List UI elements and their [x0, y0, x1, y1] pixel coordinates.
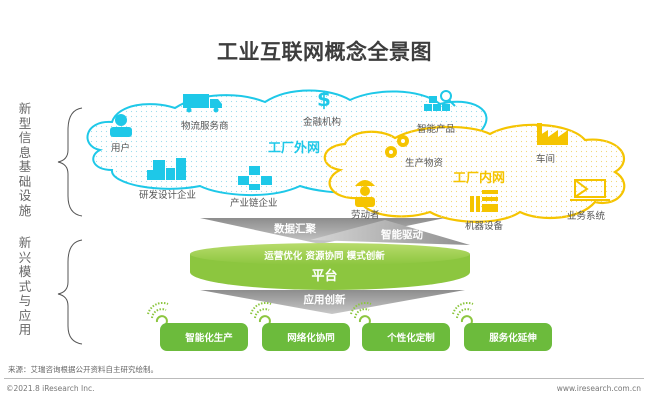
app-innovation-label: 应用创新: [303, 294, 346, 306]
dollar-icon: $: [317, 87, 331, 111]
intelligent-drive-arrow: [310, 220, 470, 245]
app-label: 个性化定制: [387, 333, 435, 344]
node-machines: 机器设备: [465, 221, 504, 232]
node-materials: 生产物资: [405, 158, 444, 169]
app-customization: 个性化定制: [362, 323, 450, 351]
brace-infrastructure: [57, 107, 83, 217]
machine-icon: [470, 190, 498, 212]
user-icon: [110, 114, 132, 137]
node-user: 用户: [111, 143, 131, 154]
node-worker: 劳动者: [351, 210, 380, 221]
node-business-system: 业务系统: [567, 211, 606, 222]
inner-network-title: 工厂内网: [453, 171, 506, 186]
node-rd-enterprise: 研发设计企业: [139, 190, 197, 201]
platform-disk-top: [190, 243, 470, 265]
app-label: 智能化生产: [185, 333, 233, 344]
diagram-title: 工业互联网概念全景图: [217, 40, 432, 64]
app-service-extension: 服务化延伸: [464, 323, 552, 351]
side-label-applications: 新兴模式与应用: [18, 235, 32, 337]
smart-product-icon: [424, 90, 456, 111]
svg-text:$: $: [317, 87, 331, 111]
platform-title: 平台: [311, 269, 338, 284]
node-workshop: 车间: [536, 154, 556, 165]
footer-url[interactable]: www.iresearch.com.cn: [556, 384, 641, 393]
intelligent-drive-label: 智能驱动: [381, 229, 423, 241]
app-innovation-arrow: [200, 290, 465, 314]
laptop-icon: [570, 179, 610, 201]
cubes-icon: [238, 166, 272, 190]
truck-icon: [183, 94, 222, 113]
worker-icon: [355, 180, 375, 207]
platform-subtitle: 运营优化 资源协同 模式创新: [264, 251, 385, 262]
footer-source: 来源：艾瑞咨询根据公开资料自主研究绘制。: [8, 365, 158, 374]
app-network-collab: 网络化协同: [262, 323, 350, 351]
brace-applications: [57, 239, 83, 345]
footer-copyright: ©2021.8 iResearch Inc.: [6, 384, 95, 393]
node-logistics: 物流服务商: [181, 121, 229, 132]
footer-divider: [4, 378, 644, 379]
data-aggregation-label: 数据汇聚: [274, 223, 316, 235]
side-label-infrastructure: 新型信息基础设施: [18, 101, 32, 218]
node-smart-product: 智能产品: [417, 124, 456, 135]
node-finance: 金融机构: [303, 117, 342, 128]
gears-icon: [385, 135, 409, 158]
node-chain-enterprise: 产业链企业: [230, 198, 278, 209]
app-label: 服务化延伸: [489, 333, 537, 344]
factory-icon: [537, 123, 568, 145]
app-smart-production: 智能化生产: [160, 323, 248, 351]
app-label: 网络化协同: [287, 333, 335, 344]
outer-network-title: 工厂外网: [268, 141, 321, 156]
buildings-icon: [147, 158, 186, 180]
